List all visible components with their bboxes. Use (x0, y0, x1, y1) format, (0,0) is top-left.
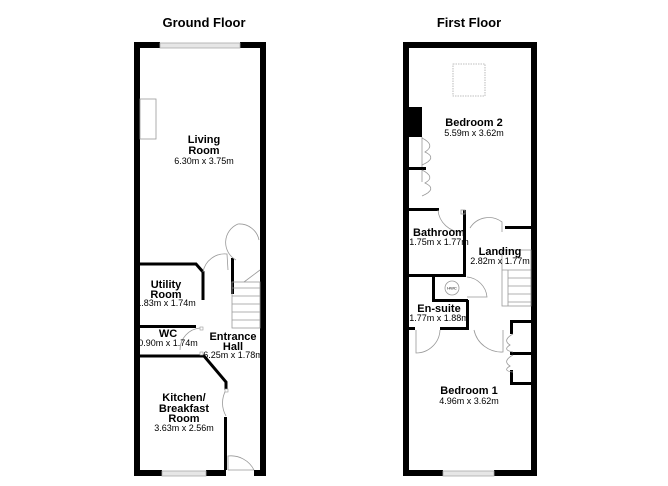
wall (432, 299, 468, 302)
ensuite-door (415, 329, 441, 354)
wardrobe-door (506, 354, 514, 373)
wardrobe-door (506, 333, 514, 353)
svg-text:6.30m x 3.75m: 6.30m x 3.75m (174, 156, 234, 166)
wall (254, 470, 266, 476)
room-bathroom: Bathroom 1.75m x 1.77m (409, 227, 469, 247)
wall (466, 300, 469, 330)
svg-text:HWC: HWC (447, 286, 457, 291)
wall (505, 226, 531, 229)
svg-text:Bedroom 2: Bedroom 2 (445, 117, 502, 129)
wall (403, 42, 537, 48)
svg-text:Hall: Hall (223, 341, 243, 353)
wall (510, 320, 531, 323)
wardrobe-door (421, 137, 432, 166)
room-en-suite: En-suite 1.77m x 1.88m (409, 303, 469, 323)
kitchen-door (222, 389, 227, 417)
svg-text:Room: Room (150, 289, 181, 301)
hwc-door (466, 276, 488, 298)
living-room-door (225, 223, 260, 261)
svg-text:Room: Room (188, 145, 219, 157)
skylight (452, 63, 486, 97)
svg-text:Entrance: Entrance (209, 331, 256, 343)
svg-text:Bathroom: Bathroom (413, 227, 465, 239)
room-bedroom-2: Bedroom 2 5.59m x 3.62m (444, 117, 504, 138)
wall (403, 42, 409, 476)
staircase (501, 249, 532, 307)
hot-water-cylinder (444, 280, 460, 296)
svg-text:Living: Living (188, 134, 220, 146)
kitchen-wall (140, 354, 228, 390)
wall (440, 327, 469, 330)
wall (231, 258, 234, 294)
ground-floor-title: Ground Floor (162, 15, 245, 30)
svg-text:3.63m x 2.56m: 3.63m x 2.56m (154, 423, 214, 433)
ground-floor-plan (134, 42, 266, 477)
wall (260, 42, 266, 476)
room-wc: WC 0.90m x 1.74m (138, 328, 198, 348)
wall (240, 42, 266, 48)
wall (494, 470, 537, 476)
bedroom-2-door (469, 217, 503, 232)
room-utility-room: Utility Room 1.83m x 1.74m (136, 279, 196, 308)
wall (432, 277, 435, 301)
room-landing: Landing 2.82m x 1.77m (470, 246, 530, 266)
bedroom-1-door (473, 329, 504, 353)
svg-text:6.25m x 1.78m: 6.25m x 1.78m (203, 350, 263, 360)
wall (134, 470, 162, 476)
wall (531, 42, 537, 476)
svg-text:Bedroom 1: Bedroom 1 (440, 385, 497, 397)
utility-wall (140, 262, 205, 300)
window (161, 470, 207, 477)
svg-text:0.90m x 1.74m: 0.90m x 1.74m (138, 338, 198, 348)
wall (409, 327, 415, 330)
room-bedroom-1: Bedroom 1 4.96m x 3.62m (439, 385, 499, 406)
staircase (231, 269, 261, 329)
svg-text:2.82m x 1.77m: 2.82m x 1.77m (470, 256, 530, 266)
window (159, 42, 241, 49)
svg-text:Landing: Landing (479, 246, 522, 258)
room-living-room: Living Room 6.30m x 3.75m (174, 134, 234, 166)
wall (224, 417, 227, 470)
first-floor-title: First Floor (437, 15, 501, 30)
wc-door (179, 327, 201, 351)
svg-text:1.75m x 1.77m: 1.75m x 1.77m (409, 237, 469, 247)
wardrobe-door (421, 169, 432, 197)
wall (409, 274, 466, 277)
svg-text:En-suite: En-suite (417, 303, 460, 315)
room-entrance-hall: Entrance Hall 6.25m x 1.78m (203, 331, 263, 360)
svg-text:1.77m x 1.88m: 1.77m x 1.88m (409, 313, 469, 323)
svg-text:4.96m x 3.62m: 4.96m x 3.62m (439, 396, 499, 406)
svg-text:WC: WC (159, 328, 177, 340)
wall (134, 42, 160, 48)
svg-text:Utility: Utility (151, 279, 182, 291)
window (442, 470, 495, 477)
svg-text:Breakfast: Breakfast (159, 403, 209, 415)
bathroom-door (437, 209, 463, 233)
svg-text:1.83m x 1.74m: 1.83m x 1.74m (136, 298, 196, 308)
wall (409, 208, 439, 211)
wall (403, 470, 443, 476)
wc-wall (140, 325, 196, 328)
svg-text:Kitchen/: Kitchen/ (162, 392, 205, 404)
chimney-breast (139, 98, 157, 140)
chimney (409, 107, 422, 137)
svg-text:Room: Room (168, 413, 199, 425)
wall (463, 210, 466, 276)
svg-text:5.59m x 3.62m: 5.59m x 3.62m (444, 128, 504, 138)
utility-door (202, 253, 229, 273)
front-door (227, 455, 255, 471)
first-floor-plan: HWC (403, 42, 537, 477)
room-kitchen-breakfast: Kitchen/ Breakfast Room 3.63m x 2.56m (154, 392, 214, 433)
wall (206, 470, 226, 476)
wall (134, 42, 140, 476)
